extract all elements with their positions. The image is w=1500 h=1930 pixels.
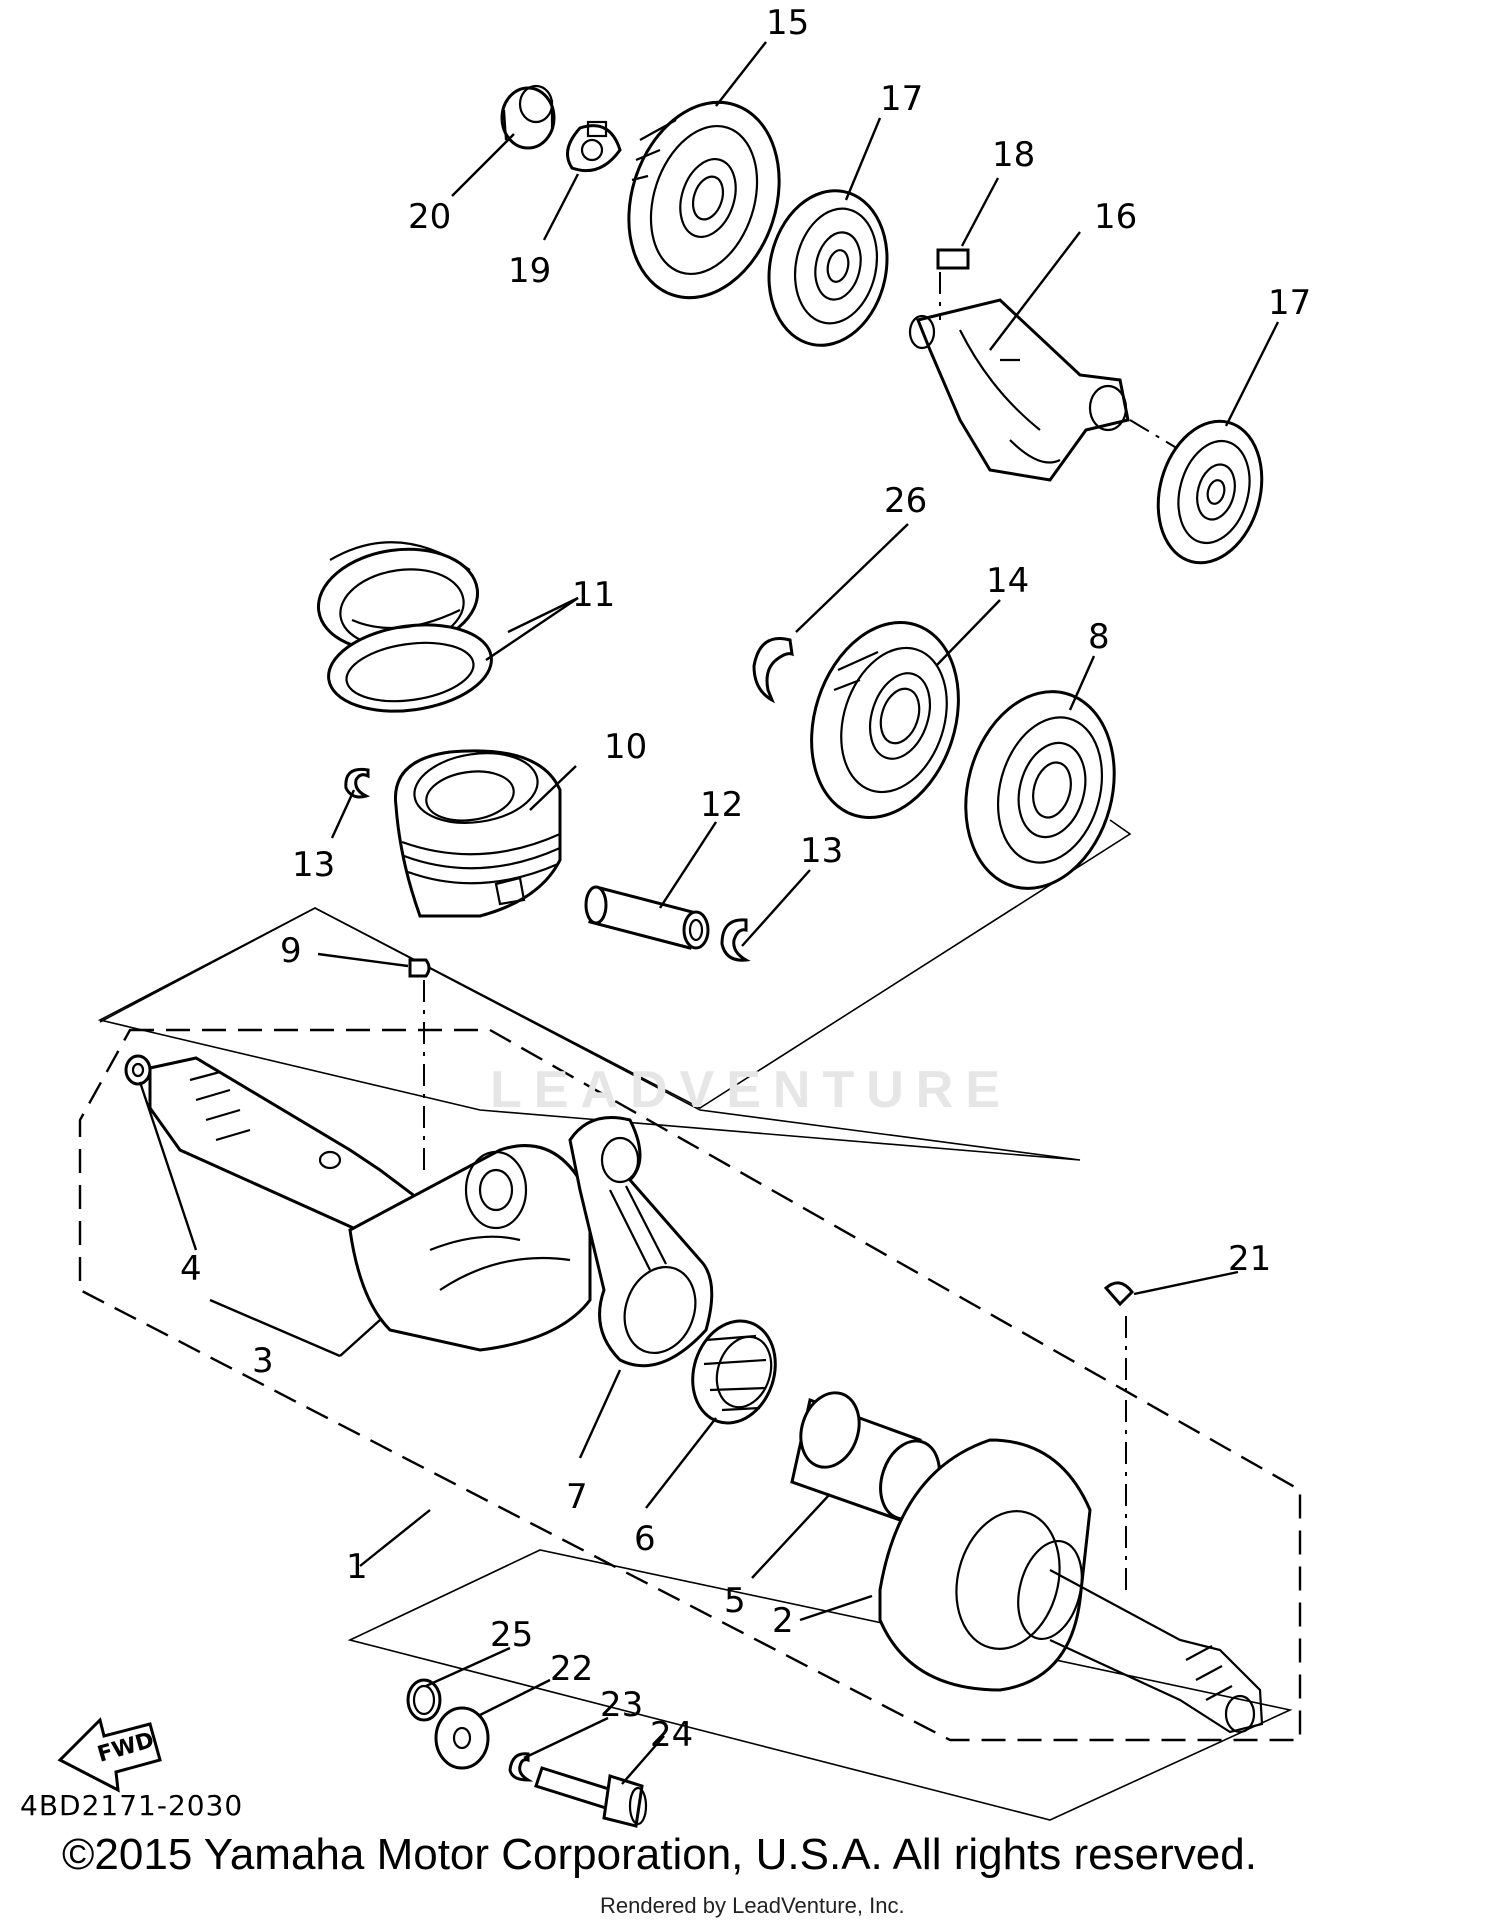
part-16-balancer-shaft[interactable] <box>908 272 1181 482</box>
part-25-o-ring[interactable] <box>406 1678 442 1722</box>
part-17-bearing-right[interactable] <box>1143 410 1277 575</box>
part-21-key[interactable] <box>1103 1281 1134 1307</box>
part-20-nut[interactable] <box>500 84 556 150</box>
crankshaft-assembly-dashed-box <box>78 1028 1302 1742</box>
diagram-code: 4BD2171-2030 <box>20 1789 244 1822</box>
crankshaft-group-box <box>97 907 1081 1161</box>
part-4-washer[interactable] <box>124 1054 152 1086</box>
part-23-lock-washer[interactable] <box>508 1752 534 1782</box>
callout-9: 9 <box>280 931 302 971</box>
bolt-group-box <box>347 1549 1293 1821</box>
callout-22: 22 <box>550 1649 593 1689</box>
part-12-piston-pin[interactable] <box>584 885 710 950</box>
callout-20: 20 <box>408 197 451 237</box>
callout-numbers: 15 17 18 16 17 20 19 26 14 8 11 10 13 12… <box>180 3 1311 1755</box>
part-22-plate-washer[interactable] <box>434 1706 490 1770</box>
callout-17-right: 17 <box>1268 283 1311 323</box>
leader-lines <box>138 41 1280 1785</box>
fwd-direction-arrow: FWD <box>57 1717 162 1793</box>
callout-16: 16 <box>1094 197 1137 237</box>
callout-25: 25 <box>490 1615 533 1655</box>
part-14-primary-drive-gear[interactable] <box>788 603 983 836</box>
callout-17-left: 17 <box>880 79 923 119</box>
part-7-connecting-rod[interactable] <box>568 1116 714 1368</box>
callout-18: 18 <box>992 135 1035 175</box>
callout-24: 24 <box>650 1715 693 1755</box>
part-26-circlip[interactable] <box>752 637 794 704</box>
part-24-bolt[interactable] <box>534 1766 648 1828</box>
callout-26: 26 <box>884 481 927 521</box>
callout-2: 2 <box>772 1601 794 1641</box>
part-17-bearing-left[interactable] <box>755 180 901 357</box>
rendered-by-credit: Rendered by LeadVenture, Inc. <box>600 1893 905 1918</box>
callout-8: 8 <box>1088 617 1110 657</box>
callout-11: 11 <box>572 575 615 615</box>
part-13-circlip-right[interactable] <box>720 918 751 962</box>
part-11-piston-rings[interactable] <box>312 539 497 721</box>
callout-13-left: 13 <box>292 845 335 885</box>
part-15-balancer-gear[interactable] <box>605 83 804 318</box>
callout-4: 4 <box>180 1249 202 1289</box>
callout-23: 23 <box>600 1685 643 1725</box>
watermark: LEADVENTURE <box>490 1061 1013 1119</box>
part-2-crankshaft-right[interactable] <box>878 1438 1264 1734</box>
callout-10: 10 <box>604 727 647 767</box>
part-19-lock-washer[interactable] <box>566 120 622 173</box>
callout-21: 21 <box>1228 1239 1271 1279</box>
callout-7: 7 <box>566 1477 588 1517</box>
piston-group-box <box>99 819 1132 1109</box>
part-13-circlip-left[interactable] <box>344 767 371 799</box>
copyright-notice: ©2015 Yamaha Motor Corporation, U.S.A. A… <box>62 1830 1257 1879</box>
part-9-key[interactable] <box>408 958 431 978</box>
callout-3: 3 <box>252 1341 274 1381</box>
callout-14: 14 <box>986 561 1029 601</box>
part-18-key[interactable] <box>936 248 970 270</box>
callout-6: 6 <box>634 1519 656 1559</box>
part-5-crank-pin[interactable] <box>790 1385 949 1526</box>
part-10-piston[interactable] <box>393 746 562 918</box>
callout-13-right: 13 <box>800 831 843 871</box>
part-3-crankshaft-left[interactable] <box>148 1056 592 1352</box>
part-8-bearing[interactable] <box>945 675 1136 905</box>
callout-15: 15 <box>766 3 809 43</box>
callout-1: 1 <box>346 1547 368 1587</box>
callout-12: 12 <box>700 785 743 825</box>
callout-19: 19 <box>508 251 551 291</box>
callout-5: 5 <box>724 1581 746 1621</box>
part-6-needle-bearing[interactable] <box>680 1310 788 1434</box>
